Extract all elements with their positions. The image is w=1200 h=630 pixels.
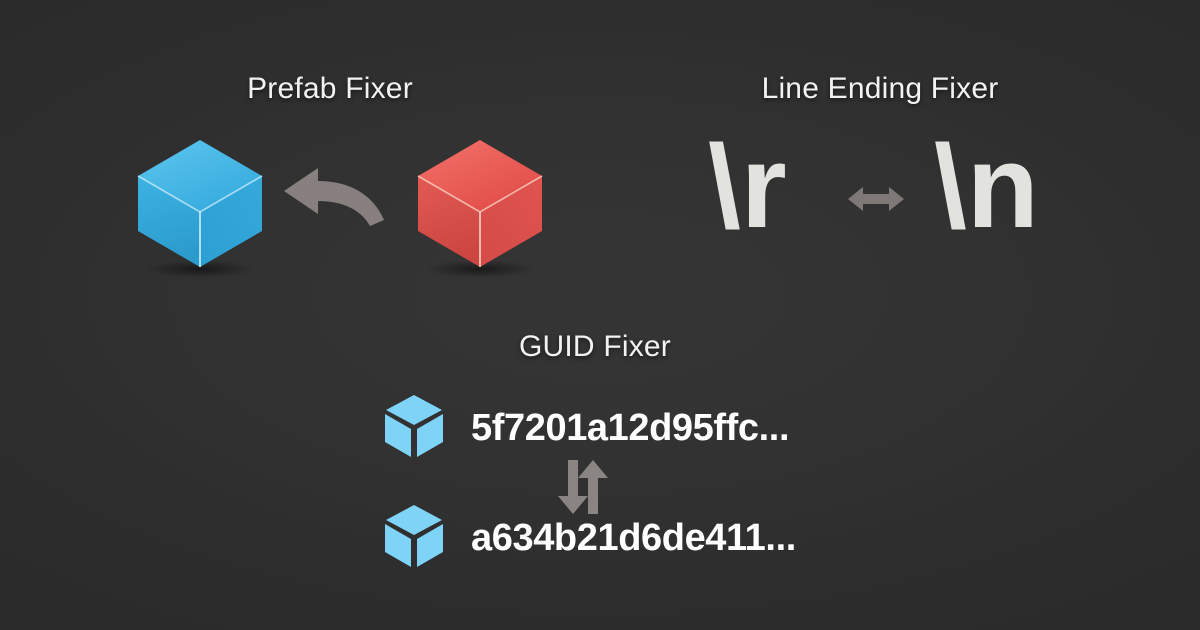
guid-row: 5f7201a12d95ffc...: [383, 393, 790, 464]
guid-fixer-title: GUID Fixer: [519, 330, 671, 363]
line-ending-fixer-title: Line Ending Fixer: [761, 72, 999, 105]
curved-arrow-left-icon: [276, 164, 388, 237]
cube-icon: [383, 393, 445, 464]
cube-icon: [383, 503, 445, 574]
prefab-fixer-title: Prefab Fixer: [247, 72, 413, 105]
isometric-cube-icon-red: [408, 130, 552, 285]
isometric-cube-icon-blue: [128, 130, 272, 285]
guid-value: a634b21d6de411...: [471, 517, 796, 559]
up-down-swap-arrows-icon: [550, 458, 616, 521]
guid-row: a634b21d6de411...: [383, 503, 796, 574]
carriage-return-token: \r: [708, 121, 787, 253]
guid-value: 5f7201a12d95ffc...: [471, 407, 790, 449]
newline-token: \n: [934, 121, 1039, 253]
left-right-arrow-icon: [846, 182, 906, 221]
